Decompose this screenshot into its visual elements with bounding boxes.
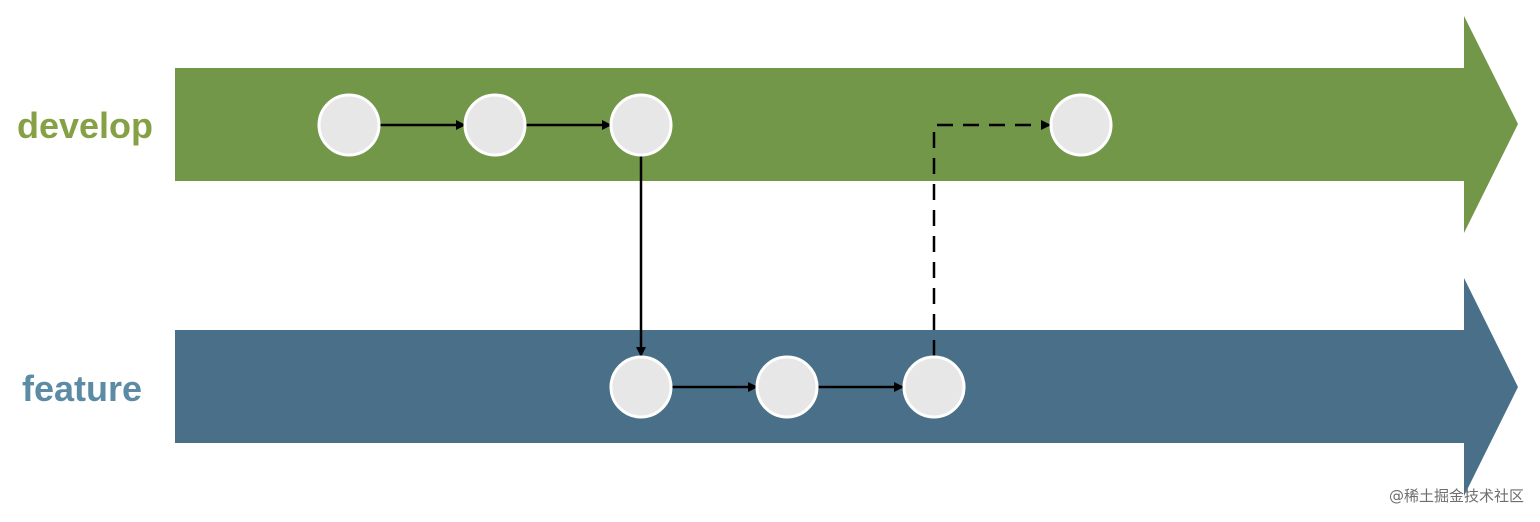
commit-layer xyxy=(317,93,1113,419)
commit-node-f2 xyxy=(755,355,819,419)
edge-layer xyxy=(378,120,1051,392)
develop-branch-arrow xyxy=(175,16,1518,233)
commit-node-d3 xyxy=(609,93,673,157)
watermark-text: @稀土掘金技术社区 xyxy=(1389,487,1524,505)
commit-node-d4 xyxy=(1049,93,1113,157)
commit-node-d2 xyxy=(463,93,527,157)
commit-node-d1 xyxy=(317,93,381,157)
develop-branch-label: develop xyxy=(17,105,153,146)
feature-branch-label: feature xyxy=(22,368,142,409)
commit-node-f3 xyxy=(902,355,966,419)
commit-node-f1 xyxy=(609,355,673,419)
